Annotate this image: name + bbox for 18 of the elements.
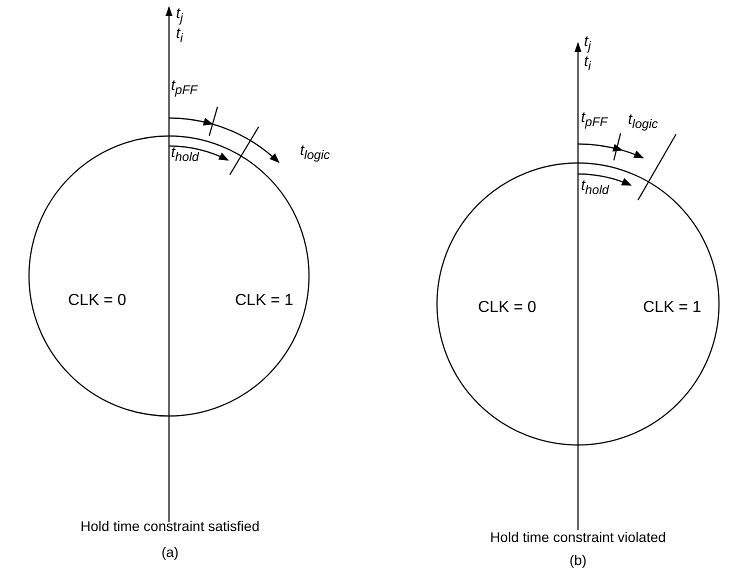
time-label: t$_{pFF}$ [171, 78, 198, 96]
state-label: CLK = 1 [643, 300, 702, 316]
time-label: t$_{hold}$ [171, 145, 199, 164]
time-label: t$_{hold}$ [581, 178, 609, 196]
caption: Hold time constraint violated [490, 530, 666, 544]
time-label: t$_{i}$ [584, 54, 591, 72]
time-label: t$_{logic}$ [628, 112, 658, 130]
state-label: CLK = 1 [235, 293, 294, 309]
time-label: t$_{j}$ [176, 6, 183, 24]
time-label: t$_{pFF}$ [581, 110, 608, 128]
state-label: CLK = 0 [478, 300, 536, 316]
state-label: CLK = 0 [68, 293, 126, 309]
time-label: t$_{j}$ [584, 34, 591, 52]
panel-label: (a) [161, 545, 179, 559]
caption: Hold time constraint satisfied [80, 519, 260, 533]
time-label: t$_{i}$ [176, 26, 183, 44]
time-label: t$_{logic}$ [300, 143, 330, 162]
panel-label: (b) [569, 553, 587, 567]
